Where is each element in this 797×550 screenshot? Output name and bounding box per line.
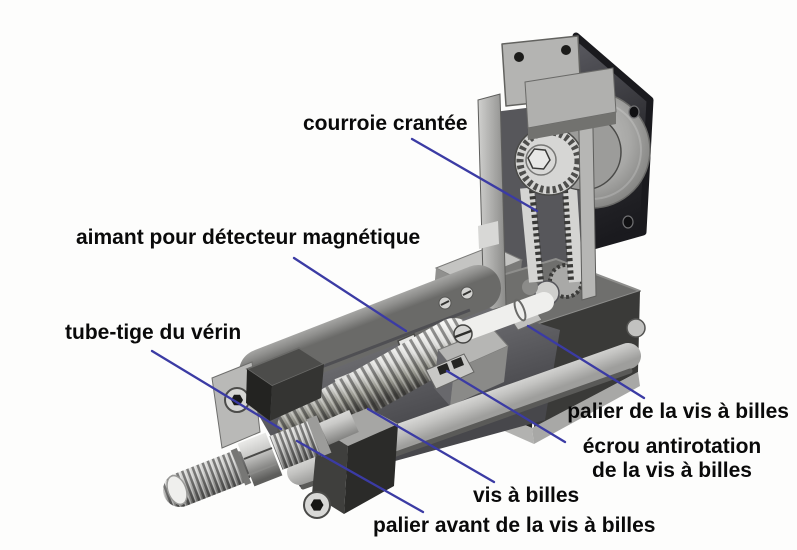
leader-front-bearing bbox=[295, 439, 425, 514]
label-screw-bearing: palier de la vis à billes bbox=[567, 400, 789, 423]
ball-screw bbox=[277, 318, 477, 451]
label-antirotation-nut-line1: écrou antirotation bbox=[582, 435, 762, 458]
label-front-bearing: palier avant de la vis à billes bbox=[373, 514, 656, 537]
label-toothed-belt: courroie crantée bbox=[303, 112, 468, 135]
leader-screw-bearing bbox=[526, 324, 646, 400]
label-ball-screw: vis à billes bbox=[473, 484, 580, 507]
label-antirotation-nut: écrou antirotation de la vis à billes bbox=[552, 435, 792, 483]
carriage-cube bbox=[245, 347, 326, 421]
rod-tip bbox=[166, 474, 188, 506]
leader-magnet bbox=[292, 256, 408, 333]
clamp-screws bbox=[438, 286, 474, 344]
label-rod-tube: tube-tige du vérin bbox=[65, 321, 242, 344]
pulley-hex-bolt bbox=[527, 148, 551, 170]
mounting-lug bbox=[626, 318, 646, 338]
housing-front-walls bbox=[477, 67, 617, 313]
leader-ball-screw bbox=[366, 407, 496, 484]
leader-rod-tube bbox=[150, 349, 283, 431]
screw-rear-bearing bbox=[458, 292, 554, 340]
leader-antirotation bbox=[445, 369, 567, 444]
toothed-belt bbox=[520, 187, 583, 283]
rod-hex-nut bbox=[237, 432, 283, 487]
label-magnet-for-detector: aimant pour détecteur magnétique bbox=[76, 226, 421, 249]
leader-belt bbox=[410, 137, 539, 213]
piston-rod bbox=[163, 409, 359, 507]
leader-lines bbox=[150, 137, 646, 514]
label-antirotation-nut-line2: de la vis à billes bbox=[592, 459, 752, 482]
